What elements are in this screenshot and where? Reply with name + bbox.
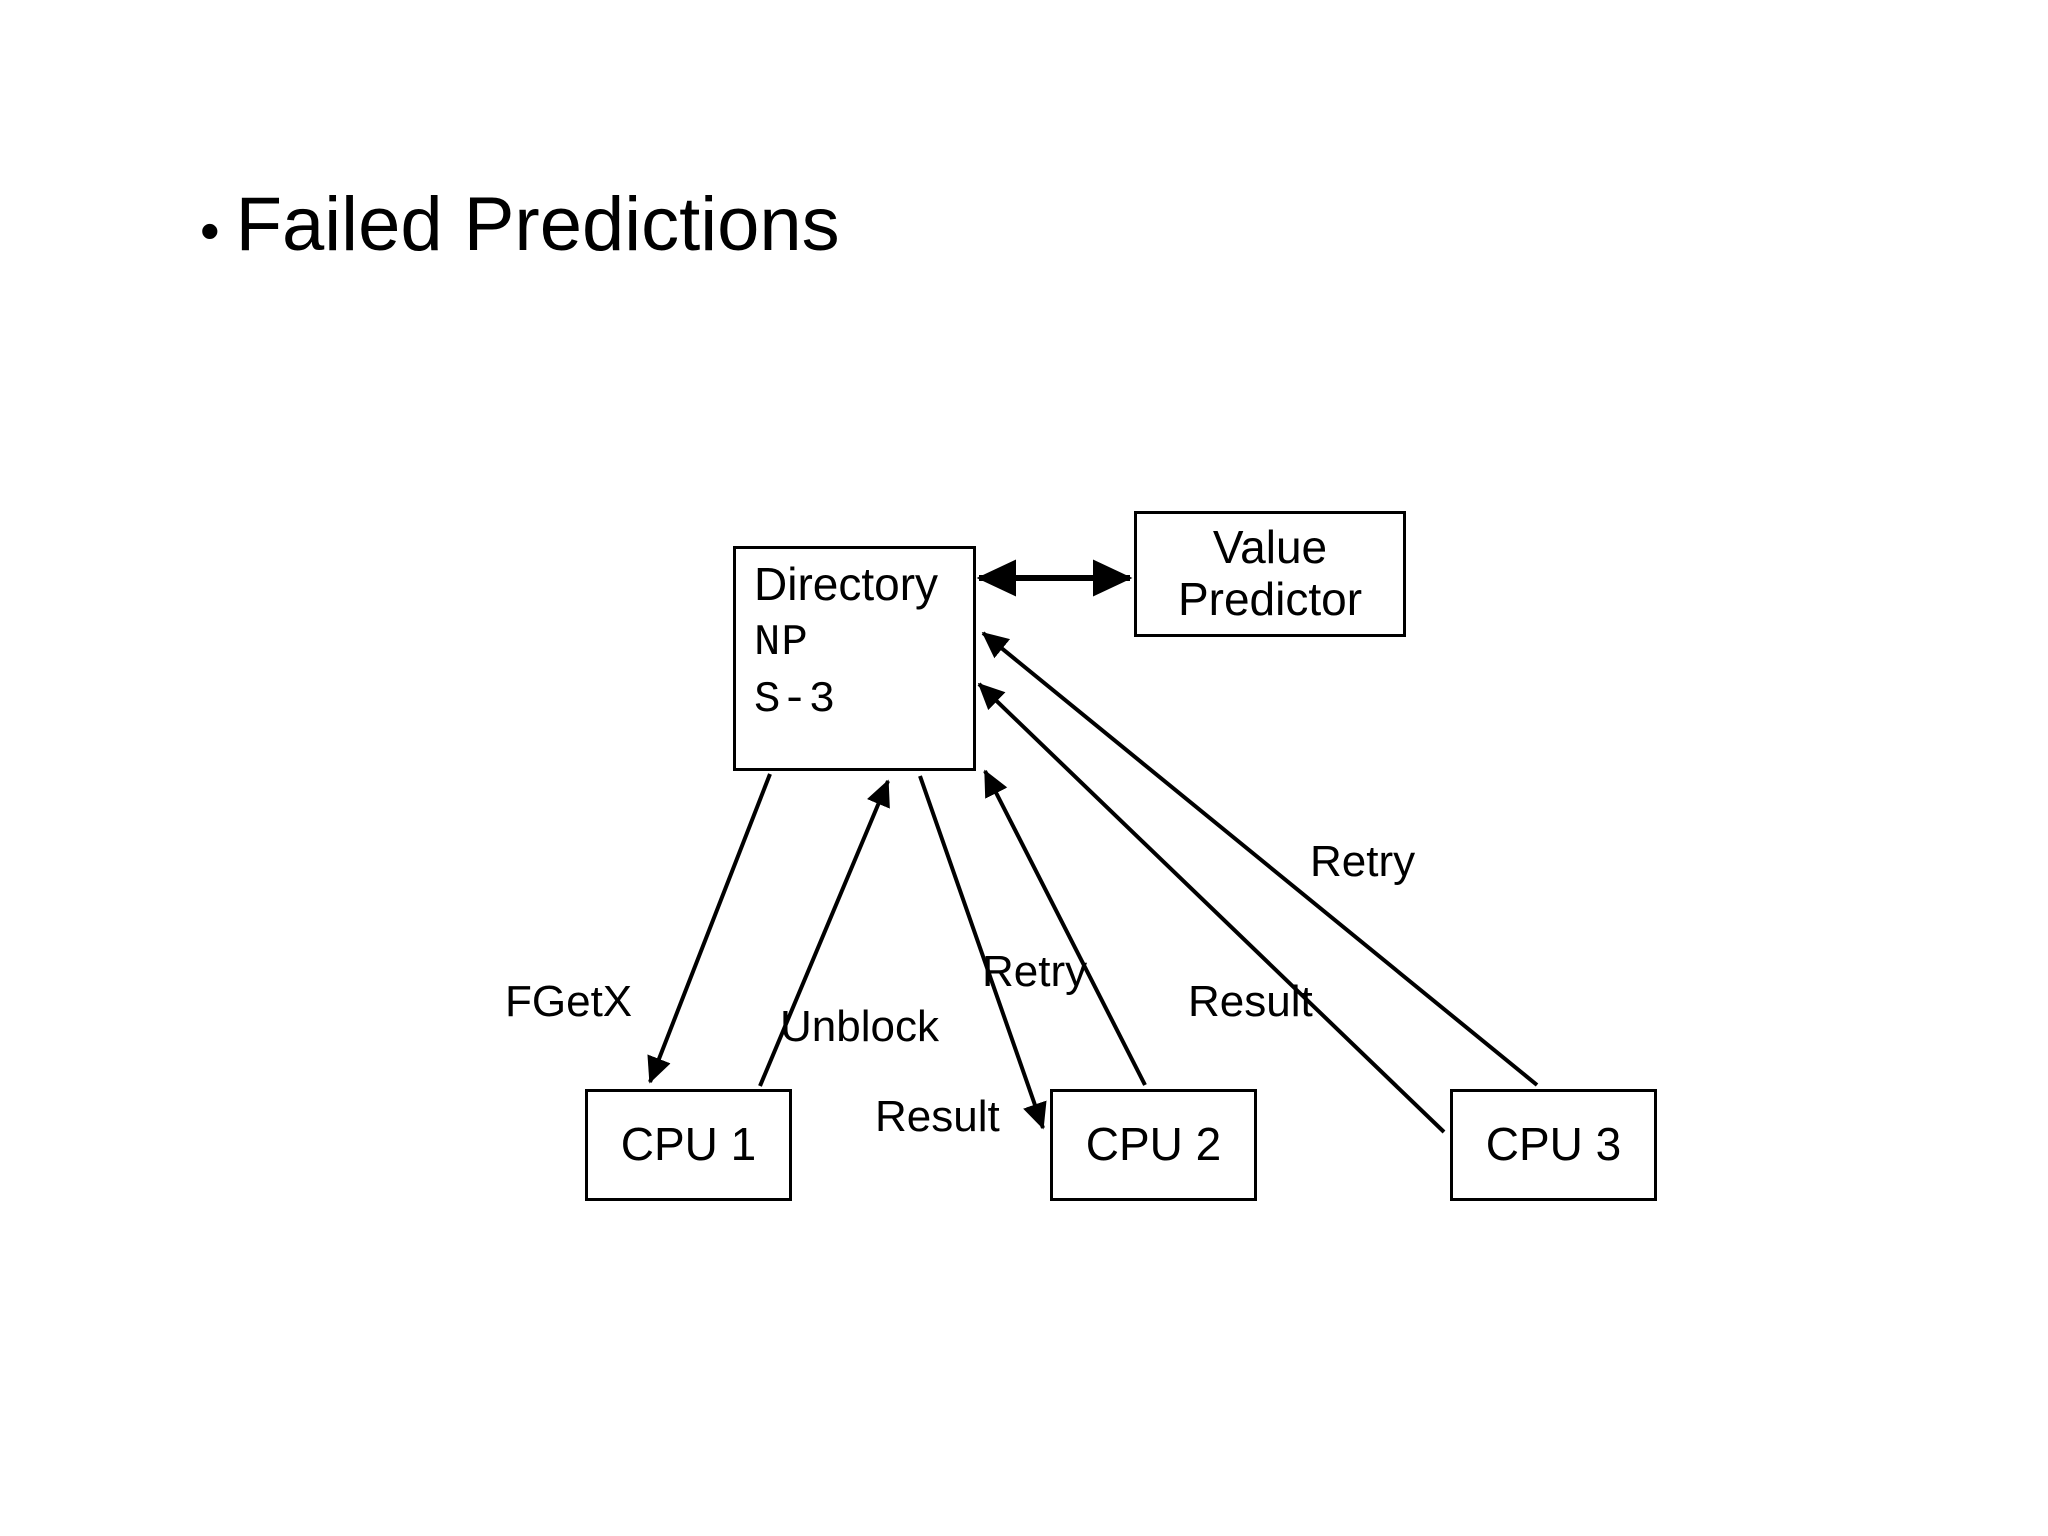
- node-value-predictor-line1: Value: [1212, 521, 1328, 574]
- node-directory[interactable]: Directory NP S-3: [733, 546, 976, 771]
- edge-label-result-cpu3: Result: [1188, 977, 1313, 1026]
- edge-result-cpu2: [983, 769, 1147, 1086]
- edge-label-fgetx: FGetX: [505, 977, 633, 1026]
- node-value-predictor[interactable]: Value Predictor: [1134, 511, 1406, 637]
- node-cpu3[interactable]: CPU 3: [1450, 1089, 1657, 1201]
- node-directory-state-np: NP: [754, 617, 809, 668]
- bullet-glyph-icon: •: [200, 199, 220, 262]
- node-cpu3-label: CPU 3: [1485, 1118, 1622, 1171]
- edge-label-unblock: Unblock: [780, 1002, 939, 1051]
- node-cpu2[interactable]: CPU 2: [1050, 1089, 1257, 1201]
- page-title: • Failed Predictions: [200, 185, 840, 265]
- edge-fgetx: [647, 773, 772, 1084]
- edge-label-retry-cpu2: Retry: [982, 947, 1088, 996]
- node-cpu2-label: CPU 2: [1085, 1118, 1222, 1171]
- node-directory-state-s3: S-3: [754, 674, 837, 725]
- edge-label-result-cpu2: Result: [875, 1092, 1000, 1141]
- node-cpu1-label: CPU 1: [620, 1118, 757, 1171]
- edge-retry-cpu3: [977, 682, 1446, 1134]
- edge-label-retry-cpu3: Retry: [1310, 837, 1416, 886]
- page-title-text: Failed Predictions: [235, 182, 840, 267]
- node-directory-title: Directory: [754, 558, 939, 610]
- node-value-predictor-line2: Predictor: [1177, 573, 1363, 625]
- node-cpu1[interactable]: CPU 1: [585, 1089, 792, 1201]
